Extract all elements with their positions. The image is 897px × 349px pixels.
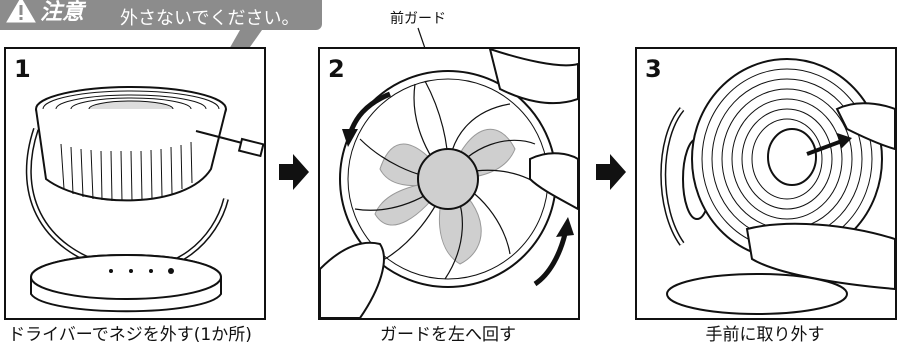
arrow-right-icon: [279, 154, 309, 190]
step-3-caption: 手前に取り外す: [705, 325, 825, 345]
step-2-caption: ガードを左へ回す: [380, 325, 516, 345]
fan-tilted-illustration: [25, 86, 264, 313]
warning-triangle-icon: [6, 0, 36, 23]
step-1-panel: 1: [4, 47, 266, 320]
step-2-number: 2: [328, 55, 345, 83]
caution-banner: 注意 外さないでください。: [0, 0, 322, 30]
arrow-right-icon: [596, 154, 626, 190]
caution-label: 注意: [40, 0, 85, 25]
step-1-caption: ドライバーでネジを外す(1か所): [8, 325, 252, 345]
fan-guard-rotate-illustration: [320, 49, 578, 318]
fan-guard-remove-illustration: [660, 58, 895, 315]
front-guard-label: 前ガード: [390, 11, 446, 27]
step-3-number: 3: [645, 55, 662, 83]
step-2-panel: 2: [318, 47, 580, 320]
step-3-panel: 3: [635, 47, 897, 320]
step-1-number: 1: [14, 55, 31, 83]
caution-text: 外さないでください。: [120, 8, 300, 29]
